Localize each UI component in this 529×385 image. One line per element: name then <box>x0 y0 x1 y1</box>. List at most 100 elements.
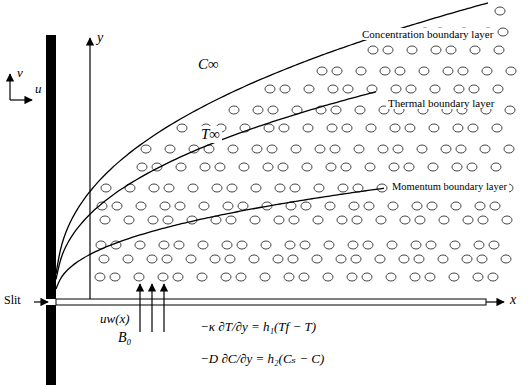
particle <box>378 145 388 153</box>
particle <box>502 216 512 224</box>
particle <box>198 241 208 249</box>
particle <box>260 273 270 281</box>
particle <box>505 106 515 114</box>
particle <box>337 216 347 224</box>
particle <box>327 124 337 132</box>
magnetic-field-arrow <box>151 284 152 332</box>
particle <box>237 241 247 249</box>
u-direction-arrow <box>10 99 32 100</box>
particle <box>449 273 459 281</box>
particle <box>430 85 440 93</box>
particle <box>212 184 222 192</box>
particle <box>454 85 464 93</box>
particle <box>236 273 246 281</box>
particle <box>474 241 484 249</box>
boundary-condition-equation: −D ∂C/∂y = h₂(Cₛ − C) <box>198 352 326 366</box>
particle <box>173 273 183 281</box>
particle <box>326 163 336 171</box>
particle <box>407 46 417 54</box>
particle <box>375 255 385 263</box>
particle <box>368 46 378 54</box>
particle <box>419 67 429 75</box>
particle <box>225 255 235 263</box>
particle <box>348 241 358 249</box>
particle <box>160 202 170 210</box>
particle <box>456 145 466 153</box>
layer-label: Thermal boundary layer <box>386 97 496 109</box>
particle <box>165 145 175 153</box>
particle <box>387 241 397 249</box>
particle <box>137 163 147 171</box>
particle <box>314 184 324 192</box>
particle <box>332 67 342 75</box>
particle <box>451 202 461 210</box>
particle <box>383 46 393 54</box>
particle <box>328 85 338 93</box>
x-axis-arrow <box>486 301 504 302</box>
particle <box>275 184 285 192</box>
particle <box>229 106 239 114</box>
particle <box>149 184 159 192</box>
layer-label: Momentum boundary layer <box>390 181 509 193</box>
particle <box>504 145 514 153</box>
vertical-plate <box>46 35 56 385</box>
axis-label: y <box>95 30 105 45</box>
particle <box>347 273 357 281</box>
particle <box>304 85 314 93</box>
particle <box>249 255 259 263</box>
boundary-layer-curves <box>56 3 488 289</box>
wall-velocity-label: uw(x) <box>98 312 132 326</box>
particle <box>324 241 334 249</box>
particle <box>200 163 210 171</box>
particle <box>477 255 487 263</box>
particle <box>349 202 359 210</box>
particle <box>425 273 435 281</box>
particle <box>488 273 498 281</box>
particle <box>380 67 390 75</box>
particle <box>278 163 288 171</box>
particle <box>197 273 207 281</box>
particle <box>289 216 299 224</box>
magnetic-field-arrow <box>139 284 140 332</box>
particle <box>290 184 300 192</box>
particle <box>215 163 225 171</box>
particle <box>110 273 120 281</box>
particle <box>313 216 323 224</box>
magnetic-field-arrow <box>163 284 164 332</box>
particle <box>399 255 409 263</box>
particle <box>354 145 364 153</box>
particle <box>427 202 437 210</box>
particle <box>386 273 396 281</box>
particle <box>405 124 415 132</box>
particle <box>412 202 422 210</box>
particle <box>159 241 169 249</box>
particle <box>175 202 185 210</box>
particle <box>315 145 325 153</box>
particle <box>188 184 198 192</box>
particle <box>222 241 232 249</box>
particle <box>124 216 134 224</box>
particle <box>317 67 327 75</box>
particle <box>441 145 451 153</box>
particle <box>452 163 462 171</box>
particle <box>390 124 400 132</box>
particle <box>462 255 472 263</box>
ambient-temperature: T∞ <box>199 126 222 143</box>
particle <box>221 273 231 281</box>
particle <box>501 255 511 263</box>
particle <box>291 145 301 153</box>
particle <box>458 67 468 75</box>
particle <box>112 202 122 210</box>
particle <box>351 255 361 263</box>
particle <box>312 255 322 263</box>
particle <box>389 163 399 171</box>
particle <box>273 255 283 263</box>
slit-label: Slit <box>2 294 23 307</box>
particle <box>158 273 168 281</box>
particle <box>388 202 398 210</box>
particle <box>480 145 490 153</box>
particle <box>495 7 505 15</box>
boundary-condition-equation: −κ ∂T/∂y = h₁(Tf − T) <box>198 320 318 334</box>
momentum-boundary-curve <box>56 188 384 289</box>
particle <box>414 255 424 263</box>
